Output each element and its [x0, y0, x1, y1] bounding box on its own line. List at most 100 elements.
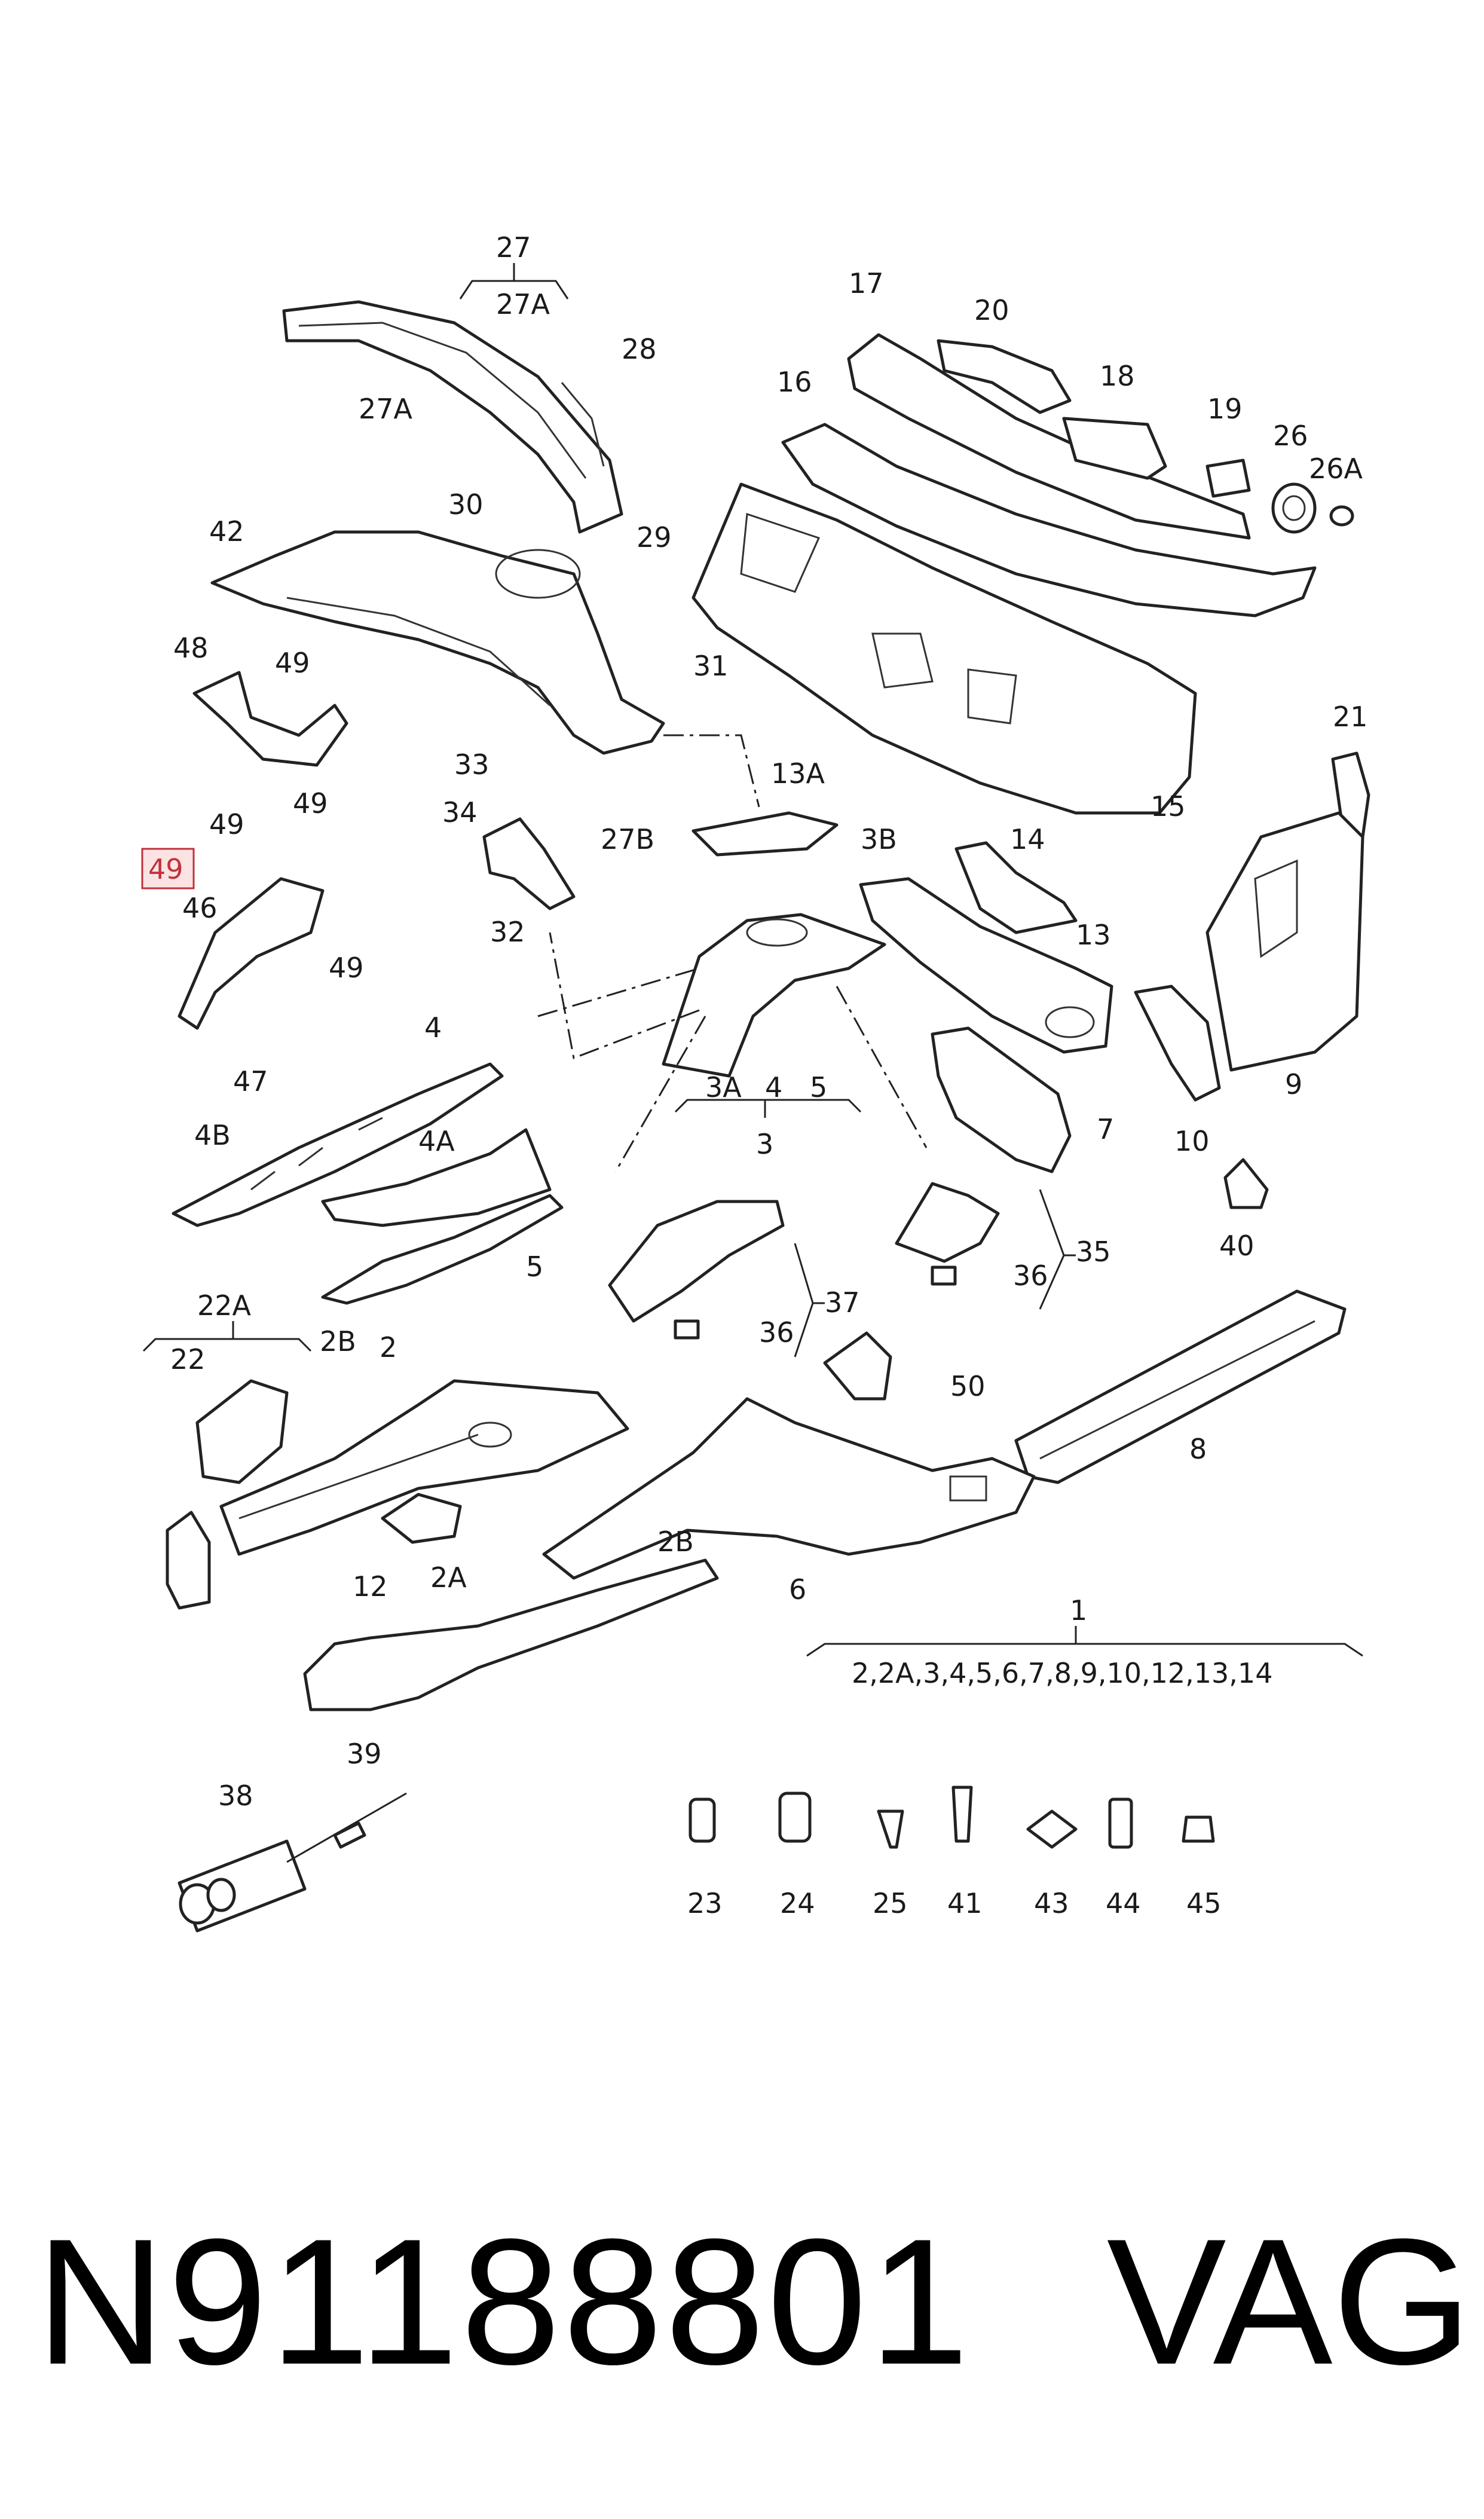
part-36-clips: [674, 1265, 957, 1340]
label-43: 43: [1034, 1887, 1069, 1919]
labels: 27 27A 28 27A 29 30 31 42 48 49 49 49 49…: [141, 231, 1368, 1919]
label-47: 47: [233, 1065, 268, 1098]
label-2B-2: 2B: [657, 1526, 694, 1558]
part-27B-plate: [691, 811, 839, 857]
part-19-clip: [1205, 458, 1251, 498]
label-29: 29: [637, 521, 672, 554]
label-49a: 49: [275, 647, 310, 679]
label-32: 32: [490, 916, 525, 948]
label-24: 24: [780, 1887, 815, 1919]
dash-line-d: [836, 986, 928, 1148]
label-45: 45: [1186, 1887, 1222, 1919]
label-46: 46: [182, 892, 218, 924]
label-3B: 3B: [861, 823, 897, 855]
part-18-bracket: [1062, 417, 1167, 480]
label-22A: 22A: [197, 1289, 252, 1322]
label-4A: 4A: [418, 1125, 455, 1157]
part-5-rail: [321, 1194, 564, 1305]
part-7-panel: [931, 1026, 1072, 1173]
label-42: 42: [209, 515, 244, 548]
fastener-24-nut: [778, 1792, 812, 1843]
label-7: 7: [1097, 1113, 1114, 1145]
label-21: 21: [1333, 701, 1368, 733]
label-49b: 49: [209, 808, 244, 840]
fastener-43-nut: [1026, 1809, 1078, 1849]
part-4-rail: [172, 1062, 504, 1227]
part-46-bracket: [178, 877, 325, 1030]
dash-line-e: [537, 967, 700, 1017]
label-27A-2: 27A: [359, 393, 413, 425]
bracket-35: [1039, 1189, 1076, 1310]
fastener-41-bolt: [951, 1786, 973, 1843]
label-1: 1: [1070, 1594, 1087, 1627]
label-48: 48: [173, 632, 209, 664]
label-8: 8: [1189, 1433, 1207, 1465]
label-4a: 4: [765, 1071, 782, 1103]
part-15-bulkhead: [691, 482, 1197, 815]
label-26: 26: [1273, 420, 1308, 452]
label-39: 39: [347, 1738, 382, 1770]
label-2A: 2A: [430, 1561, 467, 1594]
label-49c: 49: [293, 787, 328, 820]
fastener-25-screw: [877, 1809, 904, 1849]
bracket-1: [806, 1626, 1363, 1657]
label-36a: 36: [1013, 1260, 1048, 1292]
label-27: 27: [496, 231, 531, 264]
label-23: 23: [687, 1887, 723, 1919]
label-3: 3: [756, 1128, 773, 1160]
label-31: 31: [693, 650, 729, 682]
part-27-rail: [282, 300, 623, 534]
part-14-panel: [954, 841, 1078, 934]
part-37-bracket: [608, 1200, 785, 1323]
label-18: 18: [1100, 360, 1135, 392]
part-50-bracket: [823, 1331, 892, 1401]
part-number: N91188801: [36, 2201, 972, 2402]
part-35-bracket: [895, 1182, 1000, 1263]
fastener-44-nut: [1108, 1797, 1133, 1849]
part-3A-strut-mount: [662, 913, 886, 1078]
part-16-17-cowl: [781, 333, 1317, 617]
label-6: 6: [789, 1573, 806, 1606]
bracket-22A: [142, 1321, 312, 1352]
label-25: 25: [873, 1887, 908, 1919]
part-38-absorber: [178, 1839, 307, 1933]
part-30-wheelhouse: [210, 530, 665, 755]
dash-line-c: [614, 1016, 706, 1172]
part-9-pillar: [1205, 811, 1364, 1072]
label-40: 40: [1219, 1230, 1254, 1262]
part-2-longitudinal: [219, 1379, 629, 1556]
part-12-sill: [303, 1558, 719, 1711]
label-5: 5: [526, 1251, 543, 1283]
label-28: 28: [622, 333, 657, 365]
label-44: 44: [1106, 1887, 1141, 1919]
label-35: 35: [1076, 1236, 1111, 1268]
label-2: 2: [380, 1331, 397, 1364]
brand-name: VAG: [1106, 2201, 1472, 2402]
label-41: 41: [947, 1887, 983, 1919]
label-12: 12: [353, 1570, 388, 1603]
bracket-3: [674, 1099, 862, 1118]
part-10-bracket: [1134, 985, 1221, 1102]
part-48-bracket: [192, 671, 348, 767]
part-22A-crashbox: [195, 1379, 289, 1484]
fastener-23-nut: [689, 1797, 716, 1843]
parts-diagram: 27 27A 28 27A 29 30 31 42 48 49 49 49 49…: [141, 231, 1370, 1933]
label-20: 20: [974, 294, 1009, 326]
label-27A: 27A: [496, 288, 550, 320]
label-4: 4: [424, 1011, 442, 1044]
label-9: 9: [1285, 1068, 1302, 1100]
label-15: 15: [1151, 790, 1186, 823]
label-13A: 13A: [771, 757, 825, 790]
label-22: 22: [170, 1343, 206, 1375]
label-33: 33: [454, 748, 489, 781]
bracket-27: [459, 263, 569, 299]
part-6-floor: [542, 1397, 1036, 1580]
label-30: 30: [448, 488, 484, 521]
label-49d-highlight: [141, 848, 195, 889]
part-13-apron: [859, 877, 1113, 1054]
label-2B: 2B: [320, 1325, 356, 1358]
label-19: 19: [1207, 393, 1243, 425]
dash-line-a: [663, 734, 760, 808]
label-34: 34: [442, 796, 478, 829]
part-22-bracket: [166, 1511, 211, 1610]
